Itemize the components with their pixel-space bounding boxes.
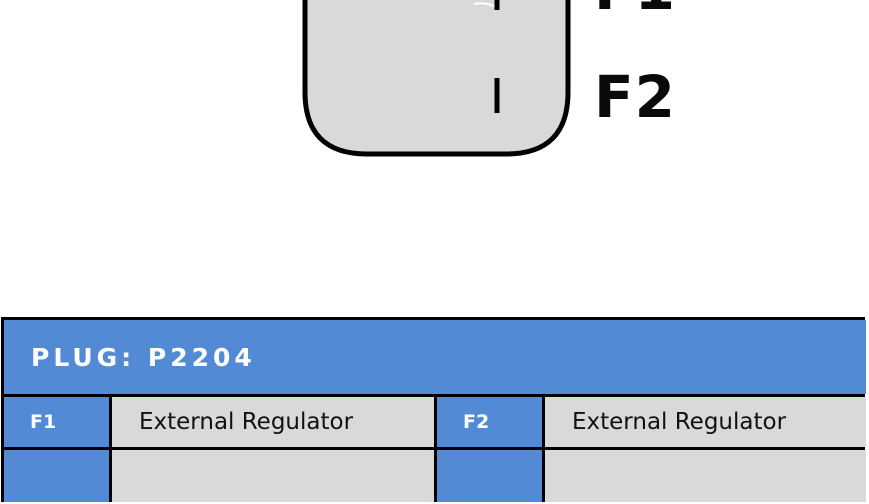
- pin-cell: F2: [437, 397, 542, 447]
- pin-cell: [437, 450, 542, 502]
- description-cell: [112, 450, 434, 502]
- plug-header: PLUG: P2204: [4, 320, 866, 394]
- pin-cell: F1: [4, 397, 109, 447]
- pin-f1-mark: [473, 2, 495, 7]
- pin-label-f1: F1: [594, 0, 676, 18]
- description-cell: [545, 450, 866, 502]
- plug-table: PLUG: P2204 F1 External Regulator F2 Ext…: [1, 317, 866, 502]
- pin-label-f2: F2: [594, 63, 676, 131]
- plug-title: PLUG: P2204: [31, 342, 256, 372]
- pin-cell: [4, 450, 109, 502]
- connector-body: [302, 0, 571, 157]
- description-cell: External Regulator: [545, 397, 866, 447]
- description-cell: External Regulator: [112, 397, 434, 447]
- connector-outline: [302, 0, 571, 157]
